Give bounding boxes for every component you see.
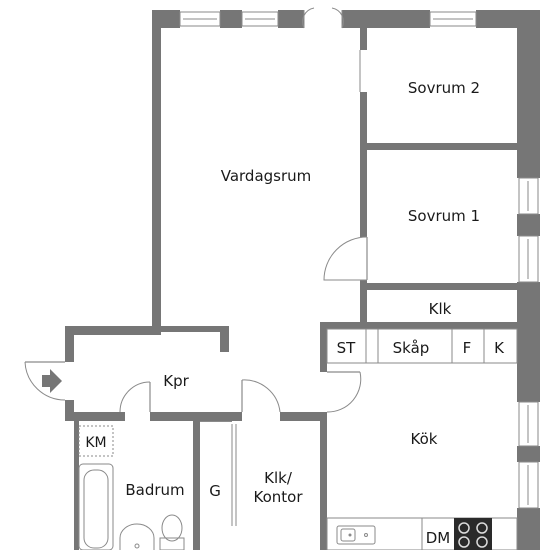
- room-label-sovrum-1: Sovrum 1: [408, 207, 480, 225]
- window-icon: [179, 11, 221, 27]
- window-icon: [241, 11, 279, 27]
- room-label-dm: DM: [426, 529, 451, 547]
- door-swing-icon: [119, 381, 151, 413]
- fixtures: [78, 328, 518, 550]
- room-label-g: G: [209, 482, 221, 500]
- room-label-kok: Kök: [411, 430, 438, 448]
- bathtub-icon: [78, 463, 114, 550]
- toilet-icon: [159, 514, 185, 550]
- windows: [179, 11, 539, 509]
- window-icon: [429, 11, 477, 27]
- door-swing-icon: [241, 379, 281, 413]
- room-label-k: K: [494, 339, 505, 357]
- room-label-vardagsrum: Vardagsrum: [221, 167, 312, 185]
- walls: [65, 10, 540, 550]
- door-swing-icon: [24, 361, 66, 401]
- stove-icon: [454, 518, 492, 550]
- doors: [24, 7, 368, 413]
- window-icon: [518, 401, 539, 447]
- door-swing-icon: [302, 7, 344, 29]
- window-icon: [518, 177, 539, 215]
- room-label-f: F: [463, 339, 472, 357]
- sink-icon: [336, 525, 376, 545]
- window-icon: [518, 235, 539, 283]
- room-label-skap: Skåp: [393, 339, 430, 357]
- room-labels: Sovrum 2 Vardagsrum Sovrum 1 Klk ST Skåp…: [85, 79, 505, 547]
- room-label-st: ST: [337, 339, 357, 357]
- window-icon: [518, 461, 539, 509]
- door-swing-icon: [326, 371, 362, 413]
- room-label-sovrum-2: Sovrum 2: [408, 79, 480, 97]
- door-swing-icon: [323, 236, 368, 281]
- washbasin-icon: [119, 523, 155, 550]
- room-label-badrum: Badrum: [125, 481, 184, 499]
- room-label-klk: Klk: [429, 300, 452, 318]
- room-label-km: KM: [85, 435, 106, 451]
- room-label-klk-kontor-line1: Klk/: [264, 469, 293, 487]
- entrance-arrow-icon: [42, 369, 62, 393]
- room-label-klk-kontor-line2: Kontor: [254, 488, 304, 506]
- room-label-kpr: Kpr: [163, 372, 189, 390]
